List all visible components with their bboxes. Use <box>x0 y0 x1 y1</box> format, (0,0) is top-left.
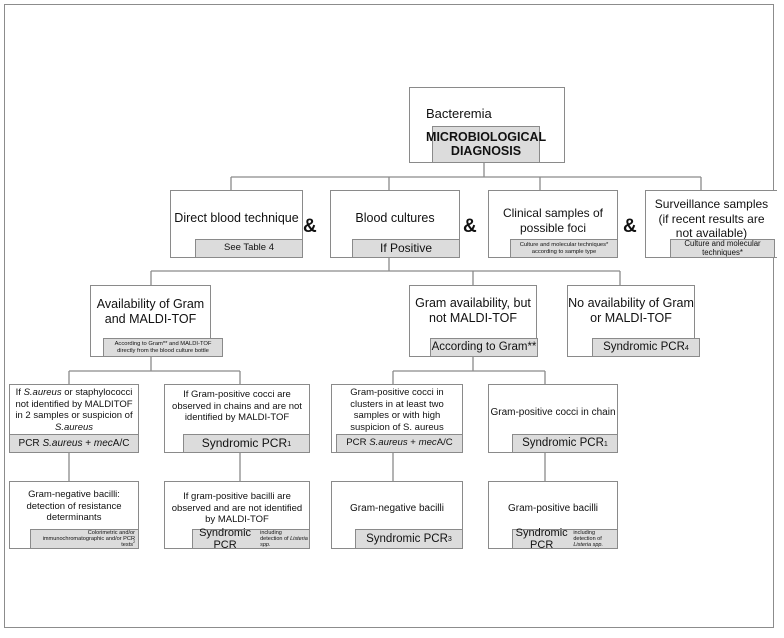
gram-maldi-title: Availability of Gram and MALDI-TOF <box>96 297 205 327</box>
gneg-title: Gram-negative bacilli: detection of resi… <box>26 489 122 524</box>
clusters-tag-em: S.aureus <box>369 437 408 449</box>
gneg2-tag-label: Syndromic PCR <box>366 532 448 545</box>
clusters-tag-post: A/C <box>436 437 453 449</box>
chains-tag-label: Syndromic PCR <box>201 435 288 450</box>
saureus-t1: If <box>15 387 24 398</box>
gpos-bacilli-tag: Syndromic PCR including detection of Lis… <box>192 526 310 551</box>
gneg-tag: Colorimetric and/or immunochromatographi… <box>30 529 139 549</box>
gpos-bacilli-small2: detection of Listeria spp. <box>260 535 308 549</box>
root-title: Bacteremia <box>426 106 492 121</box>
ampersand-2: & <box>463 216 477 237</box>
gpos-bacilli-tag-small: including detection of Listeria spp. <box>260 530 309 548</box>
gpos-bacilli-title: If gram-positive bacilli are observed an… <box>171 491 303 526</box>
ampersand-3: & <box>623 216 637 237</box>
clinical-samples-title: Clinical samples of possible foci <box>502 206 604 235</box>
saureus-tag-em: S.aureus <box>42 438 83 449</box>
gpos-bacilli2-tag-small: including detection of Listeria spp. <box>573 530 617 548</box>
saureus-t-em2: S.aureus <box>54 421 94 433</box>
gpos-bacilli2-tag-main: Syndromic PCR <box>515 526 568 551</box>
blood-cultures-title: Blood cultures <box>355 211 435 225</box>
surveillance-tag: Culture and molecular techniques* <box>670 239 775 258</box>
gneg-tag-sup: 2 <box>133 540 135 545</box>
no-gram-tag-label: Syndromic PCR <box>603 341 685 354</box>
gpos-bacilli2-small2: detection of Listeria spp. <box>573 535 603 549</box>
gneg2-title: Gram-negative bacilli <box>350 503 444 514</box>
gneg-tag-line2: immunochromatographic and/or PCR <box>42 535 135 542</box>
surveillance-title: Surveillance samples (if recent results … <box>654 197 769 241</box>
gpos-bacilli-tag-main: Syndromic PCR <box>199 526 252 551</box>
clusters-tag-pre: PCR <box>346 437 367 449</box>
clinical-tag-line1: Culture and molecular techniques* <box>519 242 609 249</box>
ampersand-1: & <box>303 216 317 237</box>
gram-maldi-tag: According to Gram** and MALDI-TOF direct… <box>103 338 223 357</box>
gneg-tag-line3: tests2 <box>121 540 135 549</box>
gram-maldi-tag-line1: According to Gram** and MALDI-TOF <box>114 341 212 348</box>
gram-maldi-tag-line2: directly from the blood culture bottle <box>117 347 209 354</box>
gpos-bacilli2-small1: including <box>573 529 596 536</box>
no-gram-title: No availability of Gram or MALDI-TOF <box>568 296 694 326</box>
clusters-tag-mid: + <box>410 437 416 449</box>
saureus-t-em: S.aureus <box>23 387 62 398</box>
clinical-tag-line2: according to sample type <box>531 248 597 255</box>
saureus-tag-pre: PCR <box>18 438 40 449</box>
saureus-tag-em2: mec <box>93 438 113 449</box>
clinical-samples-tag: Culture and molecular techniques* accord… <box>510 239 618 258</box>
clusters-tag-em2: mec <box>418 437 437 449</box>
gpos-bacilli2-tag: Syndromic PCR including detection of Lis… <box>512 526 618 551</box>
clusters-title: Gram-positive cocci in clusters in at le… <box>350 387 444 433</box>
chains-title: If Gram-positive cocci are observed in c… <box>172 389 302 424</box>
saureus-t2: or staphylococci not identified by MALDI… <box>15 387 133 422</box>
gram-only-tag: According to Gram** <box>430 338 538 357</box>
diagram-frame <box>4 4 774 628</box>
saureus-tag-post: A/C <box>112 438 130 449</box>
gpos-bacilli-em: Listeria spp. <box>260 535 308 549</box>
direct-blood-tag: See Table 4 <box>195 239 303 258</box>
gram-only-title: Gram availability, but not MALDI-TOF <box>415 296 531 326</box>
saureus-tag-mid: + <box>85 438 92 449</box>
gpos-bacilli-small1: including <box>260 529 282 536</box>
saureus-text: If S.aureus or staphylococci not identif… <box>10 387 138 433</box>
blood-cultures-tag: If Positive <box>352 239 460 258</box>
direct-blood-title: Direct blood technique <box>174 211 299 225</box>
chain2-tag-label: Syndromic PCR <box>522 437 604 450</box>
chain2-title: Gram-positive cocci in chain <box>490 407 616 418</box>
gpos-bacilli2-title: Gram-positive bacilli <box>507 503 599 514</box>
gneg-tag-line1: Colorimetric and/or <box>87 529 135 536</box>
gpos-bacilli2-em: Listeria spp. <box>573 542 603 549</box>
diagnosis-tag: MICROBIOLOGICAL DIAGNOSIS <box>426 126 546 163</box>
